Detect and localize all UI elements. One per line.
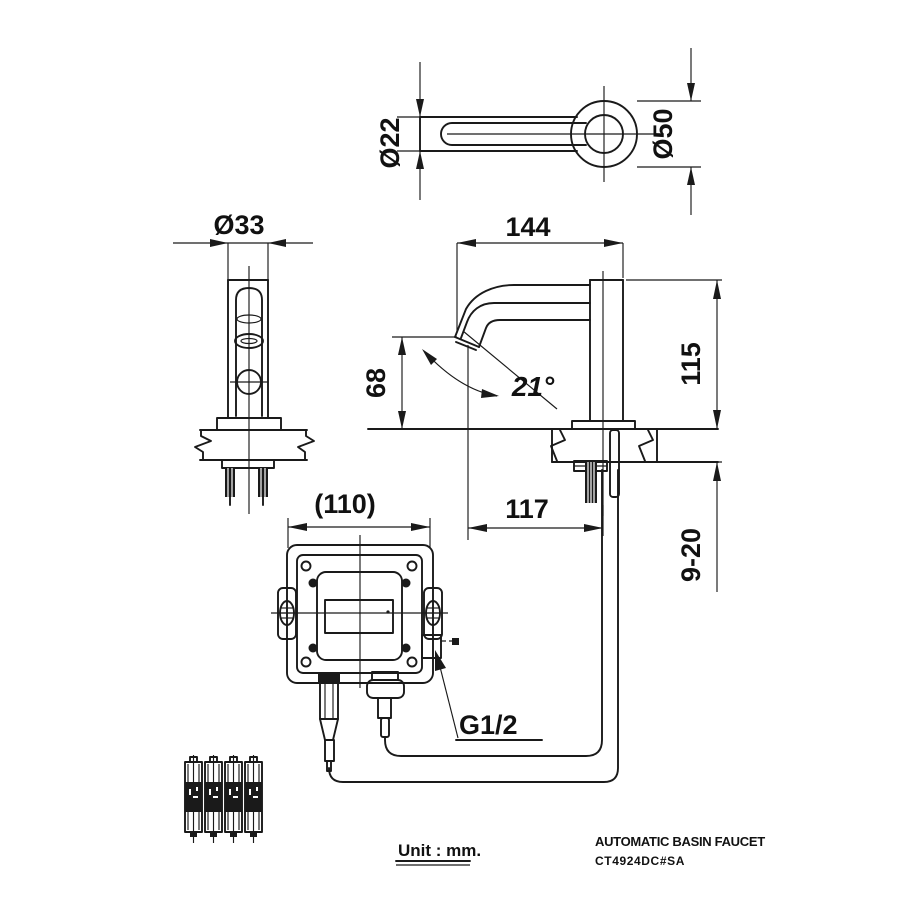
dimension-outlet-height: 68 bbox=[361, 336, 457, 429]
spout-profile bbox=[454, 284, 591, 351]
footer: Unit : mm. AUTOMATIC BASIN FAUCET CT4924… bbox=[395, 834, 766, 868]
top-view-spout: Ø22 Ø50 bbox=[375, 48, 701, 215]
supply-hose-and-cable bbox=[328, 469, 619, 783]
dim-label-110: (110) bbox=[314, 489, 376, 519]
dimension-outlet-reach: 117 bbox=[468, 494, 604, 536]
dim-label-d22: Ø22 bbox=[375, 117, 405, 168]
battery-set bbox=[184, 755, 263, 843]
dimension-outlet-angle: 21° bbox=[422, 330, 558, 540]
dim-label-68: 68 bbox=[361, 368, 391, 398]
dimension-spout-tube-diameter: Ø22 bbox=[375, 62, 430, 200]
front-view-faucet: Ø33 bbox=[173, 210, 315, 514]
dim-label-144: 144 bbox=[505, 212, 550, 242]
dim-label-21deg: 21° bbox=[511, 371, 555, 402]
side-view-faucet: 144 68 bbox=[361, 212, 722, 592]
right-ear-slot bbox=[425, 600, 441, 626]
dimension-spout-overall-reach: 144 bbox=[456, 212, 624, 333]
dim-label-9-20: 9-20 bbox=[676, 528, 706, 582]
model-code: CT4924DC#SA bbox=[595, 854, 685, 868]
battery-cell bbox=[204, 755, 223, 843]
side-mounting-hardware bbox=[571, 420, 636, 503]
left-ear-slot bbox=[279, 600, 295, 626]
battery-cell bbox=[184, 755, 203, 843]
battery-compartment-window bbox=[324, 599, 394, 634]
side-countertop-section bbox=[367, 428, 719, 463]
control-box: (110) bbox=[271, 489, 543, 772]
front-mounting-shanks bbox=[221, 459, 275, 506]
dimension-control-box-width: (110) bbox=[287, 489, 431, 548]
unit-note: Unit : mm. bbox=[398, 841, 481, 860]
dim-label-d50: Ø50 bbox=[648, 108, 678, 159]
dim-label-115: 115 bbox=[676, 342, 706, 386]
battery-cell bbox=[244, 755, 263, 843]
product-title: AUTOMATIC BASIN FAUCET bbox=[595, 834, 765, 849]
inlet-fitting-g12 bbox=[421, 634, 459, 659]
dimension-body-height: 115 bbox=[626, 279, 722, 429]
dimension-inlet-thread: G1/2 bbox=[435, 650, 543, 741]
front-countertop-section bbox=[194, 429, 315, 461]
water-hose-fitting bbox=[366, 671, 405, 738]
dimension-deck-thickness: 9-20 bbox=[660, 461, 722, 592]
dim-label-117: 117 bbox=[505, 494, 549, 524]
dimension-spout-base-diameter: Ø50 bbox=[637, 48, 701, 215]
battery-plug-fitting bbox=[318, 673, 340, 772]
dimension-body-diameter: Ø33 bbox=[173, 210, 313, 280]
battery-cell bbox=[224, 755, 243, 843]
dim-label-g12: G1/2 bbox=[459, 710, 518, 740]
dim-label-d33: Ø33 bbox=[213, 210, 264, 240]
